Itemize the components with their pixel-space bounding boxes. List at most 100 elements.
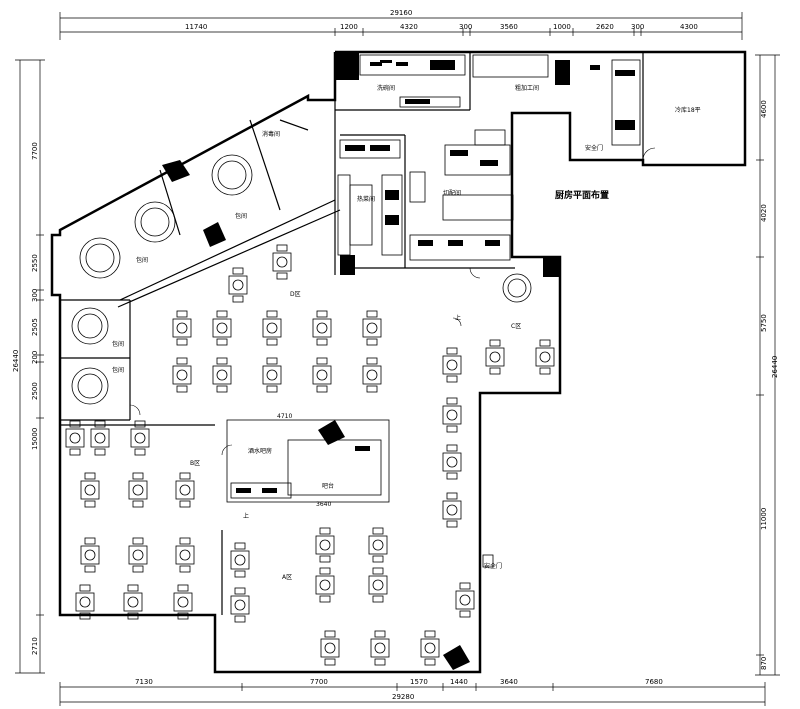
- label-zone-b: B区: [190, 460, 200, 467]
- left-segment-dims: 7700 2550 300 2505 200 2500 15000 2710: [31, 142, 39, 655]
- left-dim-6: 2500: [31, 382, 39, 400]
- left-dim-1: 7700: [31, 142, 39, 160]
- top-total-dim: 29160: [390, 9, 412, 17]
- square-table: [420, 630, 440, 666]
- round-tables: [71, 154, 532, 405]
- bottom-total-dim: 29280: [392, 693, 414, 701]
- top-dimension-lines: [59, 12, 743, 40]
- kitchen-layout-title: 厨房平面布置: [555, 189, 609, 201]
- square-table: [228, 267, 248, 303]
- top-dim-9: 4300: [680, 23, 698, 31]
- right-dim-1: 4600: [760, 100, 768, 118]
- square-table: [212, 310, 232, 346]
- right-dim-4: 11000: [760, 508, 768, 530]
- label-zone-c: C区: [511, 323, 521, 330]
- round-table-4: [71, 307, 109, 345]
- top-dim-8: 300: [631, 23, 644, 31]
- kitchen-equipment: [226, 54, 641, 568]
- top-dim-2: 1200: [340, 23, 358, 31]
- label-washing: 洗碗间: [377, 84, 395, 92]
- square-table: [130, 420, 150, 456]
- square-table: [442, 397, 462, 433]
- square-table: [315, 527, 335, 563]
- square-table: [230, 587, 250, 623]
- bottom-dim-5: 3640: [500, 678, 518, 686]
- square-table: [173, 584, 193, 620]
- square-table: [128, 472, 148, 508]
- label-bar-inner: 3640: [316, 501, 331, 508]
- square-table: [65, 420, 85, 456]
- top-dim-5: 3560: [500, 23, 518, 31]
- square-table: [320, 630, 340, 666]
- label-seafood-kitchen: 粗加工间: [515, 84, 539, 92]
- square-table: [442, 347, 462, 383]
- square-table: [535, 339, 555, 375]
- label-safety-door-2: 安全门: [484, 562, 502, 570]
- square-table: [262, 357, 282, 393]
- top-dim-4: 300: [459, 23, 472, 31]
- bottom-segment-dims: 7130 7700 1570 1440 3640 7680: [135, 678, 663, 686]
- square-table: [485, 339, 505, 375]
- top-dim-6: 1000: [553, 23, 571, 31]
- bottom-dim-2: 7700: [310, 678, 328, 686]
- square-table: [272, 244, 292, 280]
- square-table: [80, 472, 100, 508]
- square-table: [75, 584, 95, 620]
- top-dim-7: 2620: [596, 23, 614, 31]
- square-table: [442, 444, 462, 480]
- top-dim-3: 4320: [400, 23, 418, 31]
- label-private-room-1: 包间: [235, 212, 247, 220]
- label-private-room-3: 包间: [112, 340, 124, 348]
- label-hot-kitchen: 热菜间: [357, 195, 375, 203]
- top-segment-dims: 11740 1200 4320 300 3560 1000 2620 300 4…: [185, 23, 698, 31]
- round-table-2: [134, 201, 176, 243]
- square-table: [455, 582, 475, 618]
- square-table: [80, 537, 100, 573]
- square-table: [262, 310, 282, 346]
- label-zone-d: D区: [290, 291, 301, 298]
- square-table: [368, 567, 388, 603]
- right-dim-5: 870: [760, 657, 768, 670]
- round-table-5: [71, 367, 109, 405]
- left-total-dim: 26440: [12, 350, 20, 372]
- right-total-dim: 26440: [771, 356, 779, 378]
- square-table: [362, 357, 382, 393]
- square-table: [442, 492, 462, 528]
- room-labels: 消毒间 包间 包间 包间 包间 洗碗间 粗加工间 热菜间 切配间 冷库18平 酒…: [112, 84, 701, 581]
- square-table: [312, 357, 332, 393]
- square-table: [128, 537, 148, 573]
- bottom-dim-3: 1570: [410, 678, 428, 686]
- square-table: [370, 630, 390, 666]
- left-dim-5: 200: [31, 351, 39, 364]
- bottom-dim-1: 7130: [135, 678, 153, 686]
- square-table: [230, 542, 250, 578]
- square-table: [315, 567, 335, 603]
- label-water-bar: 酒水吧房: [248, 447, 272, 455]
- square-table: [312, 310, 332, 346]
- right-segment-dims: 4600 4020 5750 11000 870: [760, 100, 768, 670]
- bottom-dim-4: 1440: [450, 678, 468, 686]
- round-table-3: [79, 237, 121, 279]
- right-dim-3: 5750: [760, 314, 768, 332]
- label-up-2: 上: [243, 512, 249, 520]
- left-dim-2: 2550: [31, 254, 39, 272]
- round-table-6: [502, 273, 532, 303]
- left-dim-3: 300: [31, 289, 39, 302]
- top-dim-1: 11740: [185, 23, 207, 31]
- left-dimension-lines: [15, 59, 45, 674]
- label-bar-width: 4710: [277, 413, 292, 420]
- label-prep-room: 切配间: [443, 189, 461, 197]
- square-table: [172, 357, 192, 393]
- left-dim-8: 2710: [31, 637, 39, 655]
- square-table: [368, 527, 388, 563]
- right-dimension-lines: [755, 54, 780, 676]
- kitchen-equipment-fills: [236, 60, 635, 493]
- label-cold-room: 冷库18平: [675, 106, 701, 114]
- square-table: [212, 357, 232, 393]
- label-zone-a: A区: [282, 574, 292, 581]
- left-dim-4: 2505: [31, 318, 39, 336]
- bottom-dim-6: 7680: [645, 678, 663, 686]
- square-table: [362, 310, 382, 346]
- label-up-1: 上: [455, 314, 461, 322]
